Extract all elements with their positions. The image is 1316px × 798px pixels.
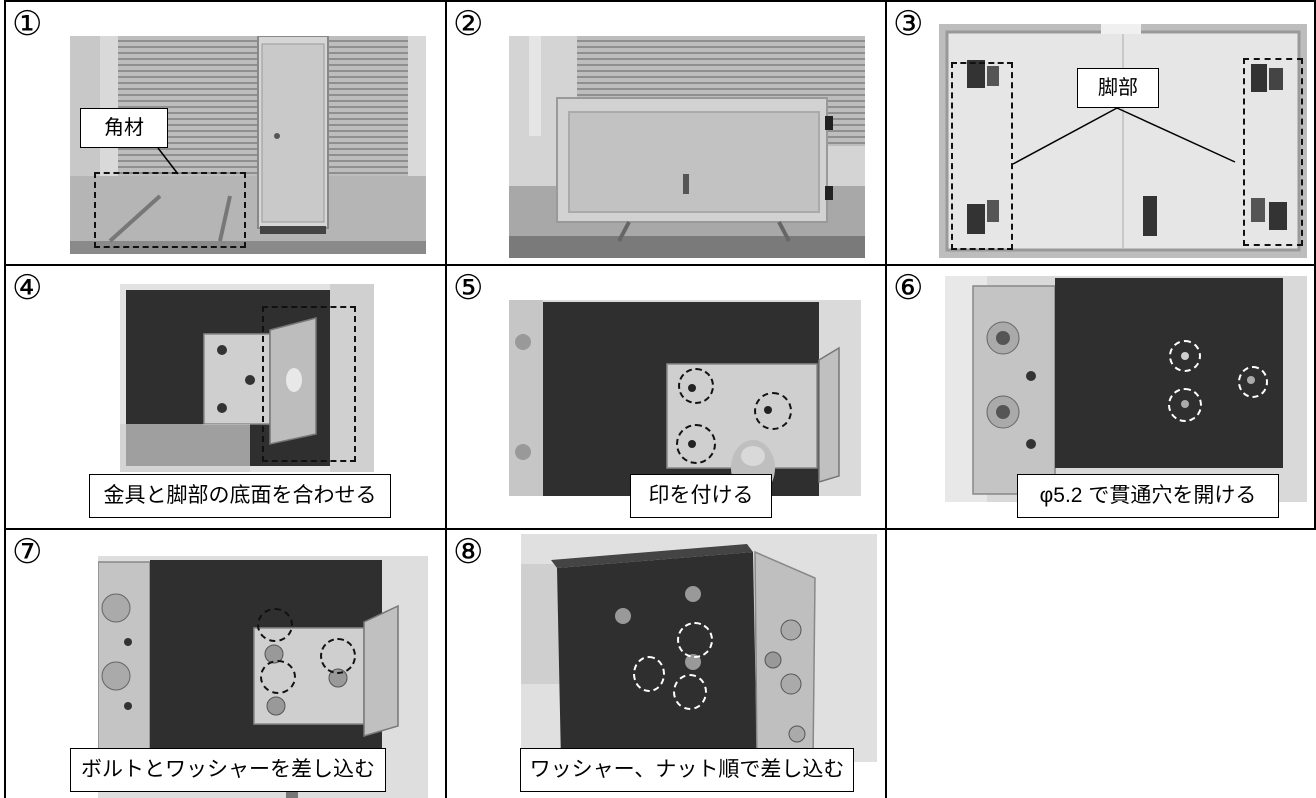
step-7-number: ⑦ — [12, 532, 43, 572]
step-2-photo — [509, 36, 865, 258]
step-3-cell: ③ 脚部 — [887, 2, 1314, 264]
step-5-mark-circle — [754, 392, 792, 430]
step-1-photo — [70, 36, 426, 254]
grid-line — [4, 0, 1316, 2]
step-8-caption: ワッシャー、ナット順で差し込む — [520, 748, 854, 792]
instruction-grid: ① 角材 — [4, 0, 1316, 798]
step-7-bolt-circle — [260, 660, 296, 694]
empty-cell — [887, 530, 1314, 798]
step-5-mark-circle — [676, 424, 716, 464]
step-4-cell: ④ 金具と脚部の底面を合わせる — [6, 266, 445, 528]
step-1-label: 角材 — [80, 108, 168, 148]
step-8-nut-circle — [633, 656, 665, 692]
step-7-bolt-circle — [320, 638, 356, 674]
step-3-highlight-left — [951, 62, 1013, 250]
step-3-leader-lines — [1012, 107, 1236, 165]
step-5-cell: ⑤ 印を付ける — [447, 266, 885, 528]
step-6-cell: ⑥ φ5.2 で貫通穴を開ける — [887, 266, 1314, 528]
step-6-photo — [945, 276, 1307, 502]
step-5-caption: 印を付ける — [630, 474, 772, 518]
step-7-cell: ⑦ ボルトとワッシャーを差し込む — [6, 530, 445, 798]
grid-line — [4, 0, 6, 798]
grid-line — [445, 0, 447, 798]
step-8-nut-circle — [673, 674, 707, 710]
step-3-highlight-right — [1243, 58, 1303, 246]
step-5-number: ⑤ — [453, 268, 484, 308]
grid-line — [4, 264, 1316, 266]
step-6-hole-circle — [1169, 340, 1201, 372]
step-1-leader-line — [157, 147, 179, 175]
step-1-highlight — [94, 172, 246, 248]
step-6-caption: φ5.2 で貫通穴を開ける — [1017, 474, 1279, 518]
grid-line — [885, 0, 887, 798]
step-6-hole-circle — [1168, 388, 1202, 422]
step-3-label: 脚部 — [1077, 68, 1159, 108]
step-2-number: ② — [453, 4, 484, 44]
step-6-hole-circle — [1238, 366, 1268, 398]
step-2-cell: ② — [447, 2, 885, 264]
grid-line — [4, 528, 1316, 530]
step-5-mark-circle — [678, 368, 714, 404]
step-4-number: ④ — [12, 268, 43, 308]
step-7-caption: ボルトとワッシャーを差し込む — [70, 748, 386, 792]
step-7-bolt-circle — [257, 608, 293, 642]
step-8-cell: ⑧ ワッシャー、ナット順で差し込む — [447, 530, 885, 798]
step-8-photo — [521, 534, 877, 762]
step-8-number: ⑧ — [453, 532, 484, 572]
step-3-number: ③ — [893, 4, 924, 44]
step-4-highlight — [262, 306, 356, 462]
step-1-cell: ① 角材 — [6, 2, 445, 264]
step-4-caption: 金具と脚部の底面を合わせる — [89, 474, 391, 518]
step-4-photo — [120, 284, 374, 472]
grid-line — [1314, 0, 1316, 530]
step-6-number: ⑥ — [893, 268, 924, 308]
step-3-photo — [939, 24, 1307, 258]
step-8-nut-circle — [677, 622, 713, 658]
step-1-number: ① — [12, 4, 43, 44]
